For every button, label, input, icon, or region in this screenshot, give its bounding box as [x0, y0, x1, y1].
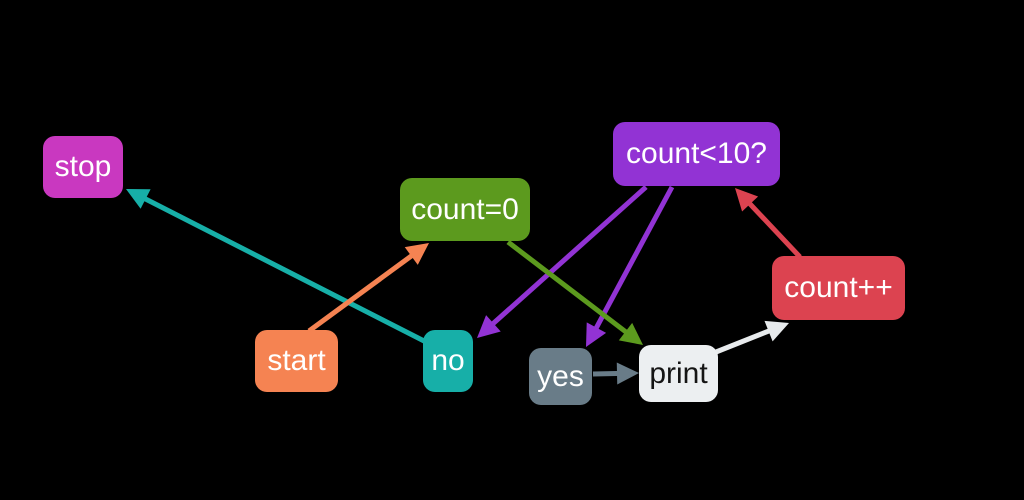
node-countpp[interactable]: count++ [772, 256, 905, 320]
edge-line-countlt10-to-no [488, 185, 648, 329]
edge-arrowhead-countlt10-to-yes [586, 322, 607, 347]
node-label-start: start [267, 344, 326, 377]
node-start[interactable]: start [255, 330, 338, 392]
edge-line-print-to-countpp [715, 326, 775, 355]
node-count0[interactable]: count=0 [400, 178, 530, 241]
edge-yes-to-print [592, 362, 639, 385]
edge-start-to-count0 [307, 243, 429, 334]
edge-line-countpp-to-countlt10 [744, 198, 802, 259]
edge-countlt10-to-no [477, 185, 648, 338]
edge-arrowhead-print-to-countpp [764, 320, 789, 342]
edge-countlt10-to-yes [586, 185, 675, 347]
node-label-countpp: count++ [784, 271, 893, 304]
node-label-stop: stop [54, 150, 112, 183]
edge-arrowhead-no-to-stop [126, 189, 151, 209]
node-label-countlt10: count<10? [626, 137, 767, 170]
node-print[interactable]: print [639, 345, 718, 402]
edge-arrowhead-countlt10-to-no [477, 315, 501, 338]
edge-arrowhead-countpp-to-countlt10 [735, 188, 759, 212]
node-label-no: no [431, 344, 465, 377]
node-label-count0: count=0 [411, 192, 519, 226]
edge-print-to-countpp [715, 320, 789, 355]
node-yes[interactable]: yes [529, 348, 592, 405]
node-stop[interactable]: stop [43, 136, 123, 198]
edge-countpp-to-countlt10 [735, 188, 802, 259]
edge-line-no-to-stop [140, 194, 430, 346]
edge-line-count0-to-print [506, 240, 632, 337]
node-no[interactable]: no [423, 330, 473, 392]
edge-no-to-stop [126, 189, 430, 346]
node-label-print: print [649, 356, 708, 390]
node-label-yes: yes [537, 359, 584, 393]
edge-arrowhead-count0-to-print [618, 322, 643, 345]
edges-group [126, 185, 802, 385]
node-countlt10[interactable]: count<10? [613, 122, 780, 186]
edge-line-countlt10-to-yes [591, 185, 675, 334]
edge-arrowhead-start-to-count0 [404, 243, 429, 265]
edge-arrowhead-yes-to-print [616, 362, 639, 385]
edge-line-start-to-count0 [307, 251, 417, 334]
edge-count0-to-print [506, 240, 643, 345]
